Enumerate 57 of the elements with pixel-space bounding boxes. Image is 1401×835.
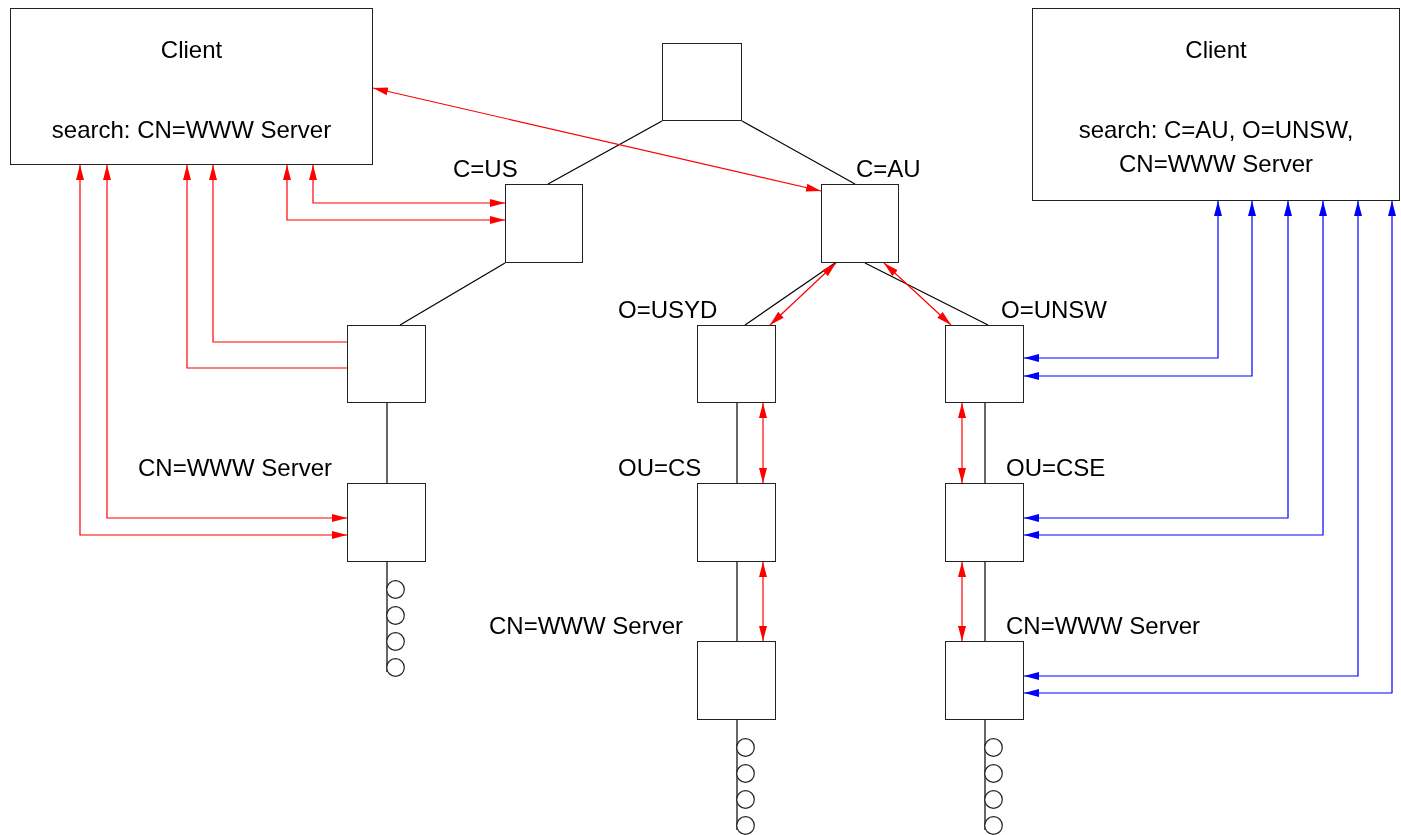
arrow [769, 262, 837, 326]
arrow [883, 262, 952, 326]
entry-label: C=US [453, 155, 518, 183]
directory-entry-box [662, 43, 742, 121]
entry-circle [984, 764, 1003, 783]
connector-line [984, 719, 986, 831]
connector-line [547, 120, 663, 185]
connector-line [386, 402, 388, 484]
arrow [283, 164, 506, 224]
arrow [209, 164, 348, 343]
entry-circle [736, 738, 755, 757]
entry-circle [736, 816, 755, 835]
client-title: Client [1184, 35, 1248, 65]
entry-label: CN=WWW Server [138, 454, 332, 482]
entry-circle [984, 738, 1003, 757]
entry-label: O=UNSW [1001, 296, 1107, 324]
arrow [958, 402, 966, 484]
entry-circle [984, 790, 1003, 809]
arrow [1023, 200, 1222, 362]
entry-circle [386, 632, 405, 651]
entry-label: OU=CS [618, 454, 702, 482]
arrow [759, 402, 767, 484]
entry-circle [736, 790, 755, 809]
entry-label: C=AU [856, 155, 921, 183]
entry-circle [386, 658, 405, 677]
connector-line [736, 719, 738, 831]
arrow [1023, 200, 1327, 539]
connector-line [984, 561, 986, 642]
connector-line [744, 262, 836, 326]
arrow [372, 87, 822, 192]
connector-line [736, 561, 738, 642]
client-title: Client [159, 35, 224, 65]
connector-line [984, 402, 986, 484]
entry-label: OU=CSE [1006, 454, 1106, 482]
entry-label: CN=WWW Server [489, 612, 683, 640]
directory-entry-box [347, 325, 426, 403]
connector-line [386, 561, 388, 673]
arrow [759, 561, 767, 642]
entry-label: CN=WWW Server [1006, 612, 1200, 640]
connector-line [736, 402, 738, 484]
client-box [10, 8, 373, 165]
search-query: search: CN=WWW Server [50, 115, 333, 145]
arrow [1023, 200, 1292, 522]
arrow [1023, 200, 1256, 380]
entry-circle [736, 764, 755, 783]
connector-line [399, 262, 506, 326]
connector-line [864, 262, 989, 326]
entry-circle [386, 580, 405, 599]
arrow [958, 561, 966, 642]
arrow [309, 164, 506, 207]
entry-circle [386, 606, 405, 625]
client-box [1032, 8, 1400, 201]
entry-circle [984, 816, 1003, 835]
search-query: search: C=AU, O=UNSW, CN=WWW Server [1077, 115, 1355, 179]
entry-label: O=USYD [618, 296, 718, 324]
arrow [183, 164, 348, 369]
connector-line [741, 120, 856, 185]
